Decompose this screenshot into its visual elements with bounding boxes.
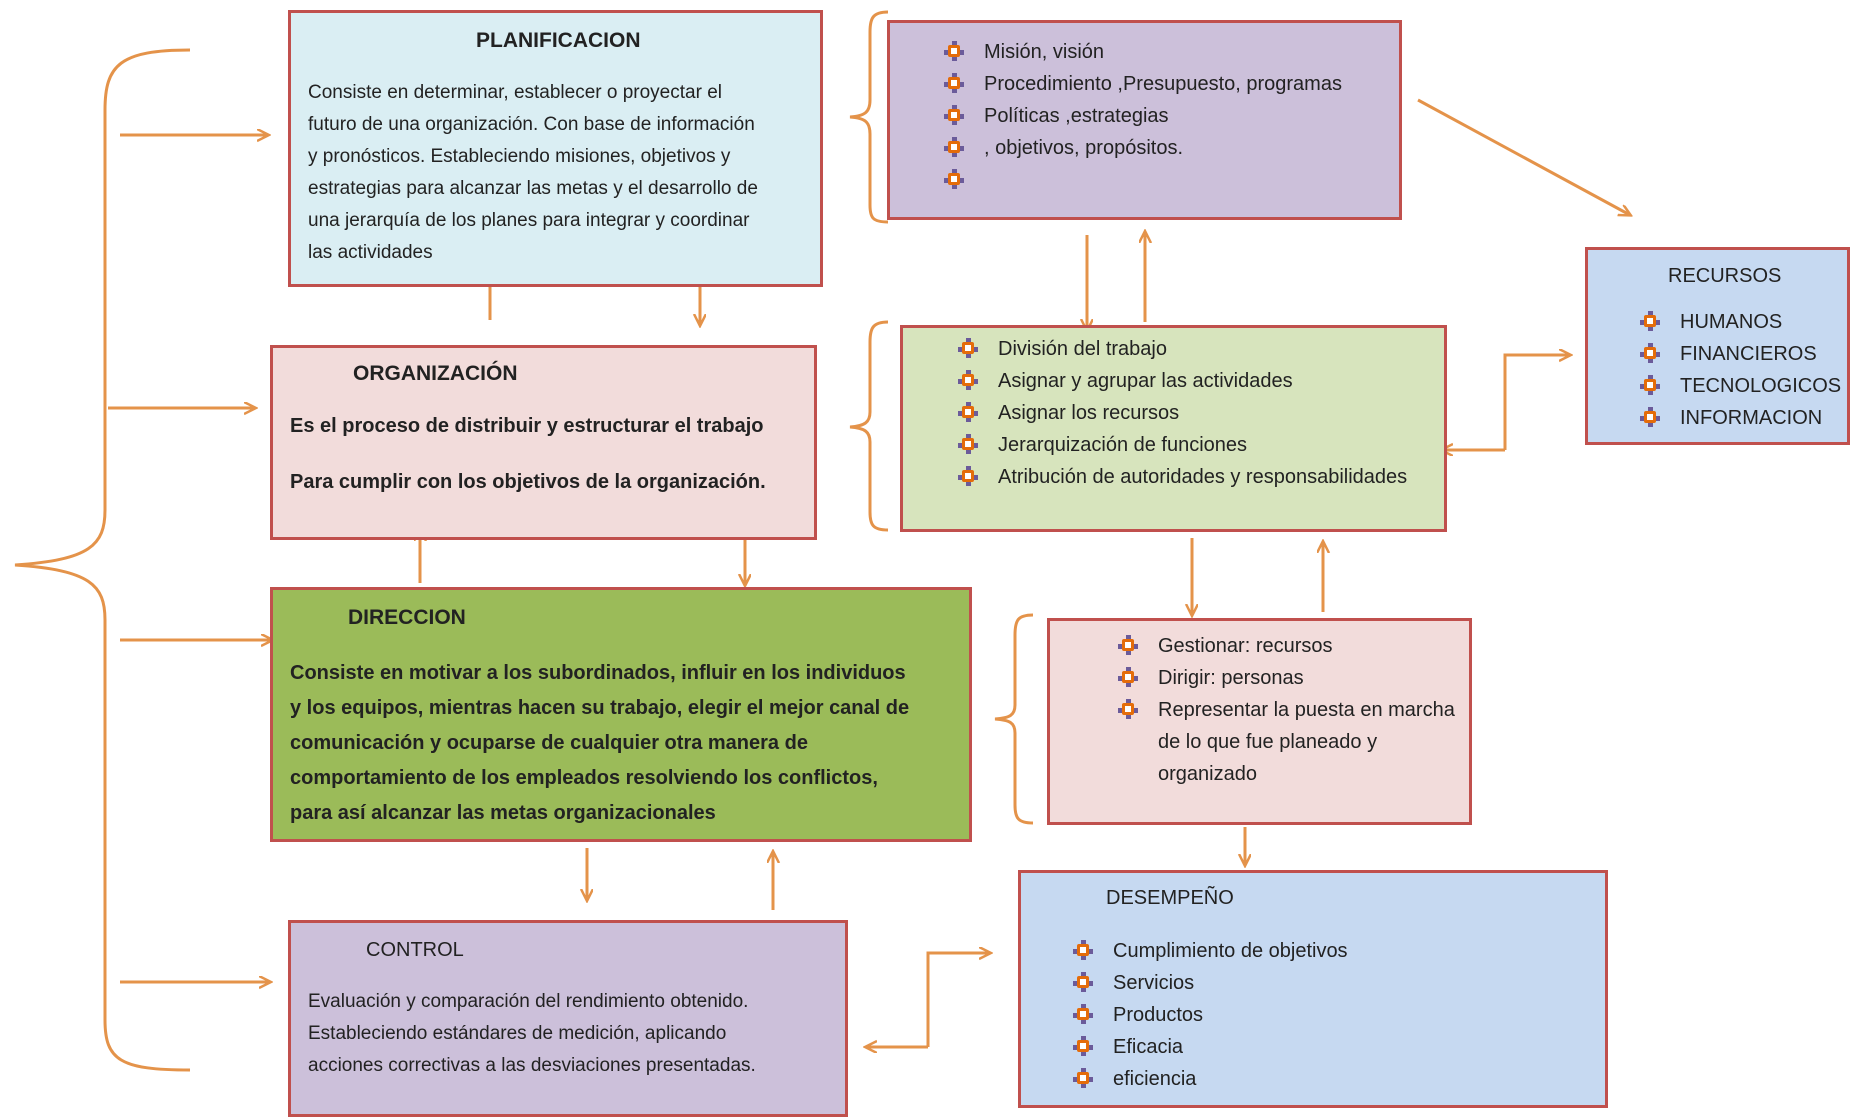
text-line: y los equipos, mientras hacen su trabajo… — [290, 697, 910, 719]
direccion-items-box: Gestionar: recursos Dirigir: personas Re… — [1047, 618, 1472, 825]
planificacion-items-box: Misión, visión Procedimiento ,Presupuest… — [887, 20, 1402, 220]
arrow-org-items-to-recursos — [1503, 355, 1570, 450]
bullet-cross-icon — [1640, 375, 1660, 395]
direccion-title: DIRECCION — [348, 606, 466, 629]
organizacion-box: ORGANIZACIÓN Es el proceso de distribuir… — [270, 345, 817, 540]
dir-items-brace-icon — [994, 613, 1034, 825]
list-item: Eficacia — [1073, 1031, 1348, 1063]
list-item: Cumplimiento de objetivos — [1073, 935, 1348, 967]
bullet-cross-icon — [1118, 635, 1138, 655]
text-line: comportamiento de los empleados resolvie… — [290, 767, 878, 789]
bullet-cross-icon — [1073, 972, 1093, 992]
direccion-box: DIRECCION Consiste en motivar a los subo… — [270, 587, 972, 842]
bullet-cross-icon — [1073, 1068, 1093, 1088]
planificacion-text: Consiste en determinar, establecer o pro… — [308, 77, 818, 269]
recursos-title: RECURSOS — [1668, 265, 1782, 287]
bullet-cross-icon — [1118, 699, 1138, 719]
recursos-box: RECURSOS HUMANOS FINANCIEROS TECNOLOGICO… — [1585, 247, 1850, 445]
organizacion-items-box: División del trabajo Asignar y agrupar l… — [900, 325, 1447, 532]
text-line: una jerarquía de los planes para integra… — [308, 210, 750, 231]
direccion-items-list: Gestionar: recursos Dirigir: personas Re… — [1118, 630, 1463, 790]
text-line: Evaluación y comparación del rendimiento… — [308, 991, 749, 1012]
bullet-cross-icon — [1073, 1036, 1093, 1056]
list-item: Misión, visión — [944, 36, 1342, 68]
list-item: eficiencia — [1073, 1063, 1348, 1095]
bullet-cross-icon — [958, 402, 978, 422]
organizacion-text-line1: Es el proceso de distribuir y estructura… — [290, 415, 764, 437]
org-items-brace-icon — [849, 320, 889, 532]
text-line: comunicación y ocuparse de cualquier otr… — [290, 732, 808, 754]
bullet-cross-icon — [958, 370, 978, 390]
bullet-cross-icon — [944, 73, 964, 93]
desempeno-box: DESEMPEÑO Cumplimiento de objetivos Serv… — [1018, 870, 1608, 1108]
planificacion-box: PLANIFICACION Consiste en determinar, es… — [288, 10, 823, 287]
list-item: Dirigir: personas — [1118, 662, 1463, 694]
list-item: Jerarquización de funciones — [958, 429, 1407, 461]
list-item: Productos — [1073, 999, 1348, 1031]
list-item: Servicios — [1073, 967, 1348, 999]
planificacion-items-list: Misión, visión Procedimiento ,Presupuest… — [944, 36, 1342, 196]
bullet-cross-icon — [1118, 667, 1138, 687]
list-item: Asignar y agrupar las actividades — [958, 365, 1407, 397]
bullet-cross-icon — [944, 137, 964, 157]
bullet-cross-icon — [958, 434, 978, 454]
list-item: HUMANOS — [1640, 306, 1841, 338]
text-line: Estableciendo estándares de medición, ap… — [308, 1023, 727, 1044]
bullet-cross-icon — [1640, 407, 1660, 427]
organizacion-text-line2: Para cumplir con los objetivos de la org… — [290, 471, 766, 493]
list-item — [944, 164, 1342, 196]
bullet-cross-icon — [1073, 1004, 1093, 1024]
list-item: Atribución de autoridades y responsabili… — [958, 461, 1407, 493]
list-item: , objetivos, propósitos. — [944, 132, 1342, 164]
list-item: División del trabajo — [958, 333, 1407, 365]
organizacion-items-list: División del trabajo Asignar y agrupar l… — [958, 333, 1407, 493]
list-item: Procedimiento ,Presupuesto, programas — [944, 68, 1342, 100]
organizacion-title: ORGANIZACIÓN — [353, 362, 518, 385]
list-item: Políticas ,estrategias — [944, 100, 1342, 132]
bullet-cross-icon — [1640, 311, 1660, 331]
main-curly-brace-icon — [14, 48, 191, 1072]
list-item: Gestionar: recursos — [1118, 630, 1463, 662]
control-text: Evaluación y comparación del rendimiento… — [308, 986, 838, 1082]
bullet-cross-icon — [1073, 940, 1093, 960]
text-line: acciones correctivas a las desviaciones … — [308, 1055, 756, 1076]
text-line: Consiste en motivar a los subordinados, … — [290, 662, 906, 684]
bullet-cross-icon — [944, 105, 964, 125]
arrow-to-recursos — [1417, 98, 1630, 215]
text-line: para así alcanzar las metas organizacion… — [290, 802, 716, 824]
list-item: FINANCIEROS — [1640, 338, 1841, 370]
text-line: futuro de una organización. Con base de … — [308, 114, 755, 135]
list-item: Representar la puesta en marcha de lo qu… — [1118, 694, 1463, 790]
bullet-cross-icon — [958, 466, 978, 486]
control-title: CONTROL — [366, 939, 464, 961]
text-line: y pronósticos. Estableciendo misiones, o… — [308, 146, 731, 167]
bullet-cross-icon — [944, 169, 964, 189]
list-item: INFORMACION — [1640, 402, 1841, 434]
plan-items-brace-icon — [849, 10, 889, 224]
bullet-cross-icon — [944, 41, 964, 61]
list-item: Asignar los recursos — [958, 397, 1407, 429]
bullet-cross-icon — [1640, 343, 1660, 363]
text-line: estrategias para alcanzar las metas y el… — [308, 178, 758, 199]
bullet-cross-icon — [958, 338, 978, 358]
recursos-items-list: HUMANOS FINANCIEROS TECNOLOGICOS INFORMA… — [1640, 306, 1841, 434]
control-box: CONTROL Evaluación y comparación del ren… — [288, 920, 848, 1117]
arrow-to-desempeno — [926, 953, 990, 1047]
list-item: TECNOLOGICOS — [1640, 370, 1841, 402]
text-line: Consiste en determinar, establecer o pro… — [308, 82, 722, 103]
direccion-text: Consiste en motivar a los subordinados, … — [290, 656, 909, 831]
desempeno-title: DESEMPEÑO — [1106, 887, 1234, 909]
planificacion-title: PLANIFICACION — [476, 29, 641, 52]
text-line: las actividades — [308, 242, 433, 263]
desempeno-items-list: Cumplimiento de objetivos Servicios Prod… — [1073, 935, 1348, 1095]
